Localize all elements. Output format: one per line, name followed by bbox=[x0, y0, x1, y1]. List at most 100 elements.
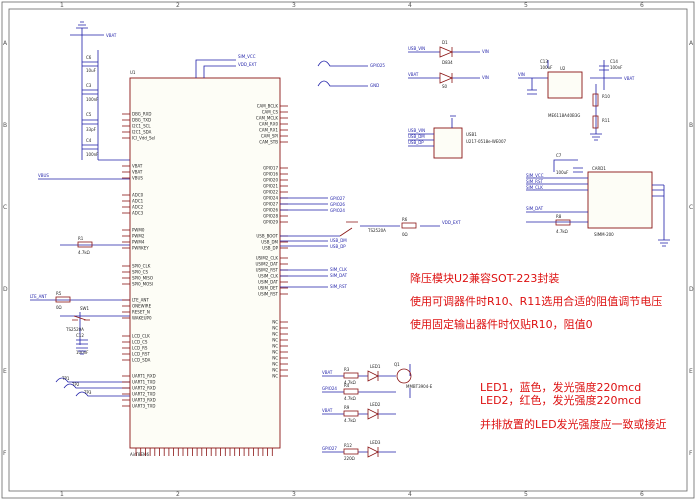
r9-ref: R9 bbox=[344, 405, 350, 410]
u1-right-pin-label: USB_BOOT bbox=[256, 233, 278, 238]
u1-left-pin-label: DBG_TXD bbox=[132, 117, 151, 122]
tp2-ref: TP2 bbox=[71, 382, 80, 387]
r5-body bbox=[55, 296, 71, 303]
ground-symbol bbox=[76, 347, 88, 355]
gpio24-net-label: GPIO24 bbox=[330, 208, 345, 213]
u1-right-pin-label: CAM_CS bbox=[262, 109, 279, 114]
u1-left-pin-label: UART1_TXD bbox=[132, 379, 155, 384]
frame-row-label: B bbox=[3, 122, 7, 129]
usb-dm-label: USB_DM bbox=[408, 134, 425, 139]
r6-body bbox=[401, 222, 417, 229]
u1-right-pin-label: USIM2_CLK bbox=[256, 255, 279, 260]
u1-left-pin-label: ADC2 bbox=[132, 204, 144, 209]
frame-column-label: 5 bbox=[524, 2, 528, 9]
u1-right-pin-label: GPIO16 bbox=[263, 171, 278, 176]
u1-right-pin-label: USIM_DET bbox=[258, 285, 279, 290]
u1-left-pin-label: LCD_RST bbox=[132, 351, 150, 356]
u1-left-pin-label: PWM0 bbox=[132, 227, 145, 232]
u1-right-pin-label: NC bbox=[272, 325, 278, 330]
u1-right-pin-label: GPIO20 bbox=[263, 177, 278, 182]
c4-ref: C4 bbox=[86, 138, 92, 143]
u1-right-pin-label: NC bbox=[272, 331, 278, 336]
r5-ref: R5 bbox=[56, 291, 62, 296]
frame-row-label: E bbox=[3, 368, 7, 375]
u1-left-pin-label: I2C1_SDA bbox=[132, 129, 152, 134]
note-led2: LED2，红色，发光强度220mcd bbox=[480, 393, 641, 407]
r4-value: 4.7kΩ bbox=[344, 396, 356, 401]
u1-right-pin-label: GPIO24 bbox=[263, 195, 278, 200]
sim-dat-net-label: SIM_DAT bbox=[330, 273, 348, 278]
u1-right-pin-label: CAM_RX1 bbox=[259, 127, 279, 132]
frame-row-label: F bbox=[689, 450, 693, 457]
u1-left-pin-label: DBG_RXD bbox=[132, 111, 151, 116]
sw1-ref: SW1 bbox=[80, 306, 89, 311]
r8-ref: R8 bbox=[556, 214, 562, 219]
u1-left-pin-label: SPI0_CLK bbox=[132, 263, 151, 268]
frame-column-label: 3 bbox=[292, 2, 296, 9]
frame-column-label: 5 bbox=[524, 491, 528, 498]
u1-right-pin-label: USIM2_DAT bbox=[255, 261, 278, 266]
u1-left-pins: DBG_RXDDBG_TXDI2C1_SCLI2C1_SDAICI_Vdd_Se… bbox=[122, 111, 156, 408]
usb-dp-label: USB_DP bbox=[408, 140, 424, 145]
u1-ref: U1 bbox=[130, 70, 136, 75]
u1-right-pin-label: USIM_RST bbox=[258, 291, 278, 296]
u1-right-pin-label: GPIO22 bbox=[263, 189, 278, 194]
sim-dat-label: SIM_DAT bbox=[526, 206, 544, 211]
note-led1: LED1，蓝色，发光强度220mcd bbox=[480, 380, 641, 394]
u1-left-pin-label: ADC3 bbox=[132, 210, 144, 215]
vdd-ext-label-2: VDD_EXT bbox=[442, 220, 461, 225]
c14-ref: C14 bbox=[610, 59, 618, 64]
u1-left-pin-label: ADC0 bbox=[132, 192, 144, 197]
d1-part: D834 bbox=[442, 60, 453, 65]
u1-right-pin-label: USIM_CLK bbox=[258, 273, 278, 278]
lte-ant-label: LTE_ANT bbox=[30, 294, 47, 299]
c14-value: 100nF bbox=[610, 65, 623, 70]
u1-right-pin-label: NC bbox=[272, 355, 278, 360]
gnd-label: GND bbox=[370, 83, 379, 88]
u1-right-pin-label: GPIO27 bbox=[263, 201, 278, 206]
u1-right-pin-label: NC bbox=[272, 343, 278, 348]
vin-label-3: VIN bbox=[518, 72, 525, 77]
frame-column-label: 2 bbox=[176, 491, 180, 498]
u1-left-pin-label: PWM4 bbox=[132, 239, 145, 244]
frame-row-label: D bbox=[689, 286, 694, 293]
u1-left-pin-label: PWM2 bbox=[132, 233, 145, 238]
frame-column-label: 1 bbox=[60, 2, 64, 9]
vbat-top-label: VBAT bbox=[106, 33, 117, 38]
gpio26-net-label: GPIO26 bbox=[330, 202, 345, 207]
note-led-match: 并排放置的LED发光强度应一致或接近 bbox=[480, 417, 667, 431]
sim-clk-label: SIM_CLK bbox=[526, 185, 543, 190]
usb-dp-net-label: USB_DP bbox=[330, 244, 346, 249]
r1-body bbox=[77, 241, 93, 248]
u1-right-pin-label: NC bbox=[272, 349, 278, 354]
c5-ref: C5 bbox=[86, 112, 92, 117]
ground-symbol bbox=[658, 239, 670, 247]
sheet-inner-border bbox=[8, 8, 688, 492]
led-section: VBAT R3 4.7kΩ LED1 Q1 MMBT3904-E GPIO24 … bbox=[322, 362, 433, 461]
r12-value: 220Ω bbox=[344, 456, 355, 461]
c4-value: 100nF bbox=[86, 152, 99, 157]
r3-value: 4.7kΩ bbox=[344, 380, 356, 385]
c12-ref: C12 bbox=[76, 333, 84, 338]
u1-left-pin-label: UART2_RXD bbox=[132, 385, 156, 390]
usb-vin-label: USB_VIN bbox=[408, 46, 425, 51]
u1-left-pin-label: I2C1_SCL bbox=[132, 123, 151, 128]
c3-value: 100nF bbox=[86, 97, 99, 102]
r5-value: 0Ω bbox=[56, 305, 62, 310]
r11-body bbox=[592, 115, 599, 129]
frame-row-label: A bbox=[3, 40, 8, 47]
gpio27-net-label: GPIO27 bbox=[330, 196, 345, 201]
frame-row-label: A bbox=[689, 40, 694, 47]
u1-left-pin-label: SPI0_CS bbox=[132, 269, 148, 274]
gpio-led-label: GPIO24 bbox=[322, 386, 337, 391]
r11-ref: R11 bbox=[602, 118, 610, 123]
d2-part: S0 bbox=[442, 84, 448, 89]
test-points: TP1 TP2 TP3 bbox=[55, 376, 130, 397]
u1-right-pin-label: GPIO17 bbox=[263, 165, 278, 170]
c6-ref: C6 bbox=[86, 55, 92, 60]
usb-vin-label-2: USB_VIN bbox=[408, 128, 425, 133]
u1-part: AirT8EM6 bbox=[130, 452, 149, 457]
u2-part: ME6118A40B3G bbox=[548, 113, 580, 118]
u1-left-pin-label: ADC1 bbox=[132, 198, 144, 203]
